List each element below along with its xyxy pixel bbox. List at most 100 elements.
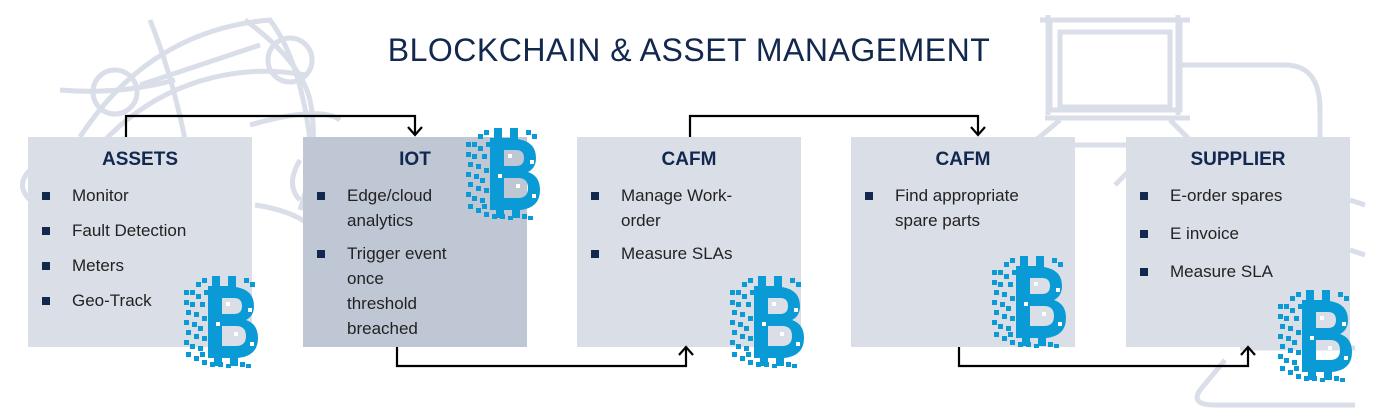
bitcoin-pixel <box>1000 302 1005 307</box>
bitcoin-pixel <box>200 302 205 307</box>
assets-box: ASSETS Monitor Fault Detection Meters Ge… <box>28 137 252 347</box>
bitcoin-pixel-hole <box>532 194 536 198</box>
bitcoin-pixel <box>184 320 189 325</box>
bitcoin-pixel <box>1292 340 1297 345</box>
bitcoin-pixel <box>732 310 737 315</box>
bitcoin-pixel <box>1338 292 1343 297</box>
bitcoin-pixel <box>484 168 489 173</box>
list-item: Trigger event once threshold breached <box>317 241 457 341</box>
bitcoin-pixel <box>992 280 997 285</box>
bitcoin-pixel <box>1008 332 1013 337</box>
item-text: E-order spares <box>1170 186 1283 205</box>
bitcoin-pixel <box>198 346 203 351</box>
bitcoin-pixel-hole <box>796 342 800 346</box>
bitcoin-pixel <box>526 130 531 135</box>
bitcoin-pixel <box>998 270 1003 275</box>
bitcoin-pixel <box>1304 376 1309 381</box>
square-bullet-icon <box>865 192 873 200</box>
bitcoin-pixel <box>1280 324 1285 329</box>
bitcoin-pixel <box>1034 344 1039 348</box>
bitcoin-pixel-hole <box>516 184 520 188</box>
item-text: Find appropriate spare parts <box>895 186 1019 230</box>
bitcoin-pixel-hole <box>1344 356 1348 360</box>
bitcoin-pixel <box>196 294 201 299</box>
square-bullet-icon <box>317 250 325 258</box>
bitcoin-pixel <box>746 352 751 357</box>
bitcoin-pixel <box>492 214 497 219</box>
bitcoin-pixel <box>1010 296 1015 301</box>
bitcoin-pixel <box>1296 374 1301 379</box>
bitcoin-pixel <box>186 352 191 357</box>
bitcoin-pixel <box>482 154 487 159</box>
bitcoin-pixel <box>1026 342 1031 347</box>
bitcoin-pixel <box>226 364 231 368</box>
bitcoin-pixel-hole <box>508 154 512 158</box>
bitcoin-pixel <box>1008 282 1013 287</box>
square-bullet-icon <box>42 192 50 200</box>
bitcoin-pixel <box>186 330 191 335</box>
bitcoin-pixel <box>1288 348 1293 353</box>
bitcoin-pixel <box>186 310 191 315</box>
pixel-bitcoin-icon <box>184 276 258 368</box>
bitcoin-pixel <box>1278 314 1283 319</box>
cafm-workorder-box: CAFM Manage Work-order Measure SLAs <box>577 137 801 347</box>
item-text: Manage Work-order <box>621 186 733 230</box>
bitcoin-pixel <box>240 362 245 367</box>
bitcoin-pixel <box>202 336 207 341</box>
item-text: E invoice <box>1170 224 1239 243</box>
pixel-bitcoin-icon <box>466 128 540 220</box>
bitcoin-pixel <box>744 346 749 351</box>
bitcoin-pixel <box>466 192 471 197</box>
item-list: Edge/cloud analytics Trigger event once … <box>317 183 457 351</box>
bitcoin-pixel <box>466 142 471 147</box>
bitcoin-pixel <box>736 290 741 295</box>
bitcoin-pixel <box>1002 314 1007 319</box>
bitcoin-pixel <box>1010 316 1015 321</box>
bitcoin-pixel <box>202 360 207 365</box>
bitcoin-pixel <box>748 336 753 341</box>
bitcoin-pixel <box>1298 304 1303 309</box>
bitcoin-pixel <box>992 270 997 275</box>
bitcoin-pixel <box>1288 370 1293 375</box>
bitcoin-pixel <box>198 326 203 331</box>
bitcoin-pixel-hole <box>1310 336 1314 340</box>
bitcoin-pixel <box>468 162 473 167</box>
bitcoin-pixel <box>1006 306 1011 311</box>
bitcoin-pixel <box>476 164 481 169</box>
bitcoin-pixel <box>732 352 737 357</box>
item-text: Edge/cloud analytics <box>347 186 433 230</box>
square-bullet-icon <box>1140 230 1148 238</box>
bitcoin-pixel-hole <box>530 160 534 164</box>
cafm-spareparts-box: CAFM Find appropriate spare parts <box>851 137 1075 347</box>
bitcoin-pixel <box>476 186 481 191</box>
list-item: Manage Work-order <box>591 183 761 233</box>
square-bullet-icon <box>42 227 50 235</box>
bitcoin-pixel <box>1294 366 1299 371</box>
bitcoin-pixel <box>998 324 1003 329</box>
bitcoin-pixel <box>184 340 189 345</box>
bitcoin-pixel <box>482 204 487 209</box>
bitcoin-pixel <box>746 302 751 307</box>
bitcoin-pixel <box>250 282 255 287</box>
list-item: Monitor <box>42 183 244 208</box>
list-item: E invoice <box>1140 221 1342 246</box>
bitcoin-pixel <box>748 360 753 365</box>
bitcoin-pixel-hole <box>226 302 230 306</box>
bitcoin-pixel <box>992 320 997 325</box>
bitcoin-pixel <box>528 216 533 220</box>
bitcoin-pixel <box>738 322 743 327</box>
bitcoin-pixel-hole <box>762 322 766 326</box>
item-list: Find appropriate spare parts <box>865 183 1065 243</box>
bitcoin-pixel <box>1052 258 1057 263</box>
bitcoin-pixel <box>194 334 199 339</box>
bitcoin-pixel <box>1312 376 1317 381</box>
bitcoin-pixel <box>484 130 489 135</box>
bitcoin-pixel <box>740 334 745 339</box>
box-heading: CAFM <box>661 149 717 170</box>
bitcoin-pixel <box>1278 354 1283 359</box>
bitcoin-pixel <box>192 322 197 327</box>
list-item: Fault Detection <box>42 218 244 243</box>
item-text: Measure SLA <box>1170 262 1273 281</box>
bitcoin-pixel <box>1048 342 1053 347</box>
bitcoin-pixel <box>486 142 491 147</box>
